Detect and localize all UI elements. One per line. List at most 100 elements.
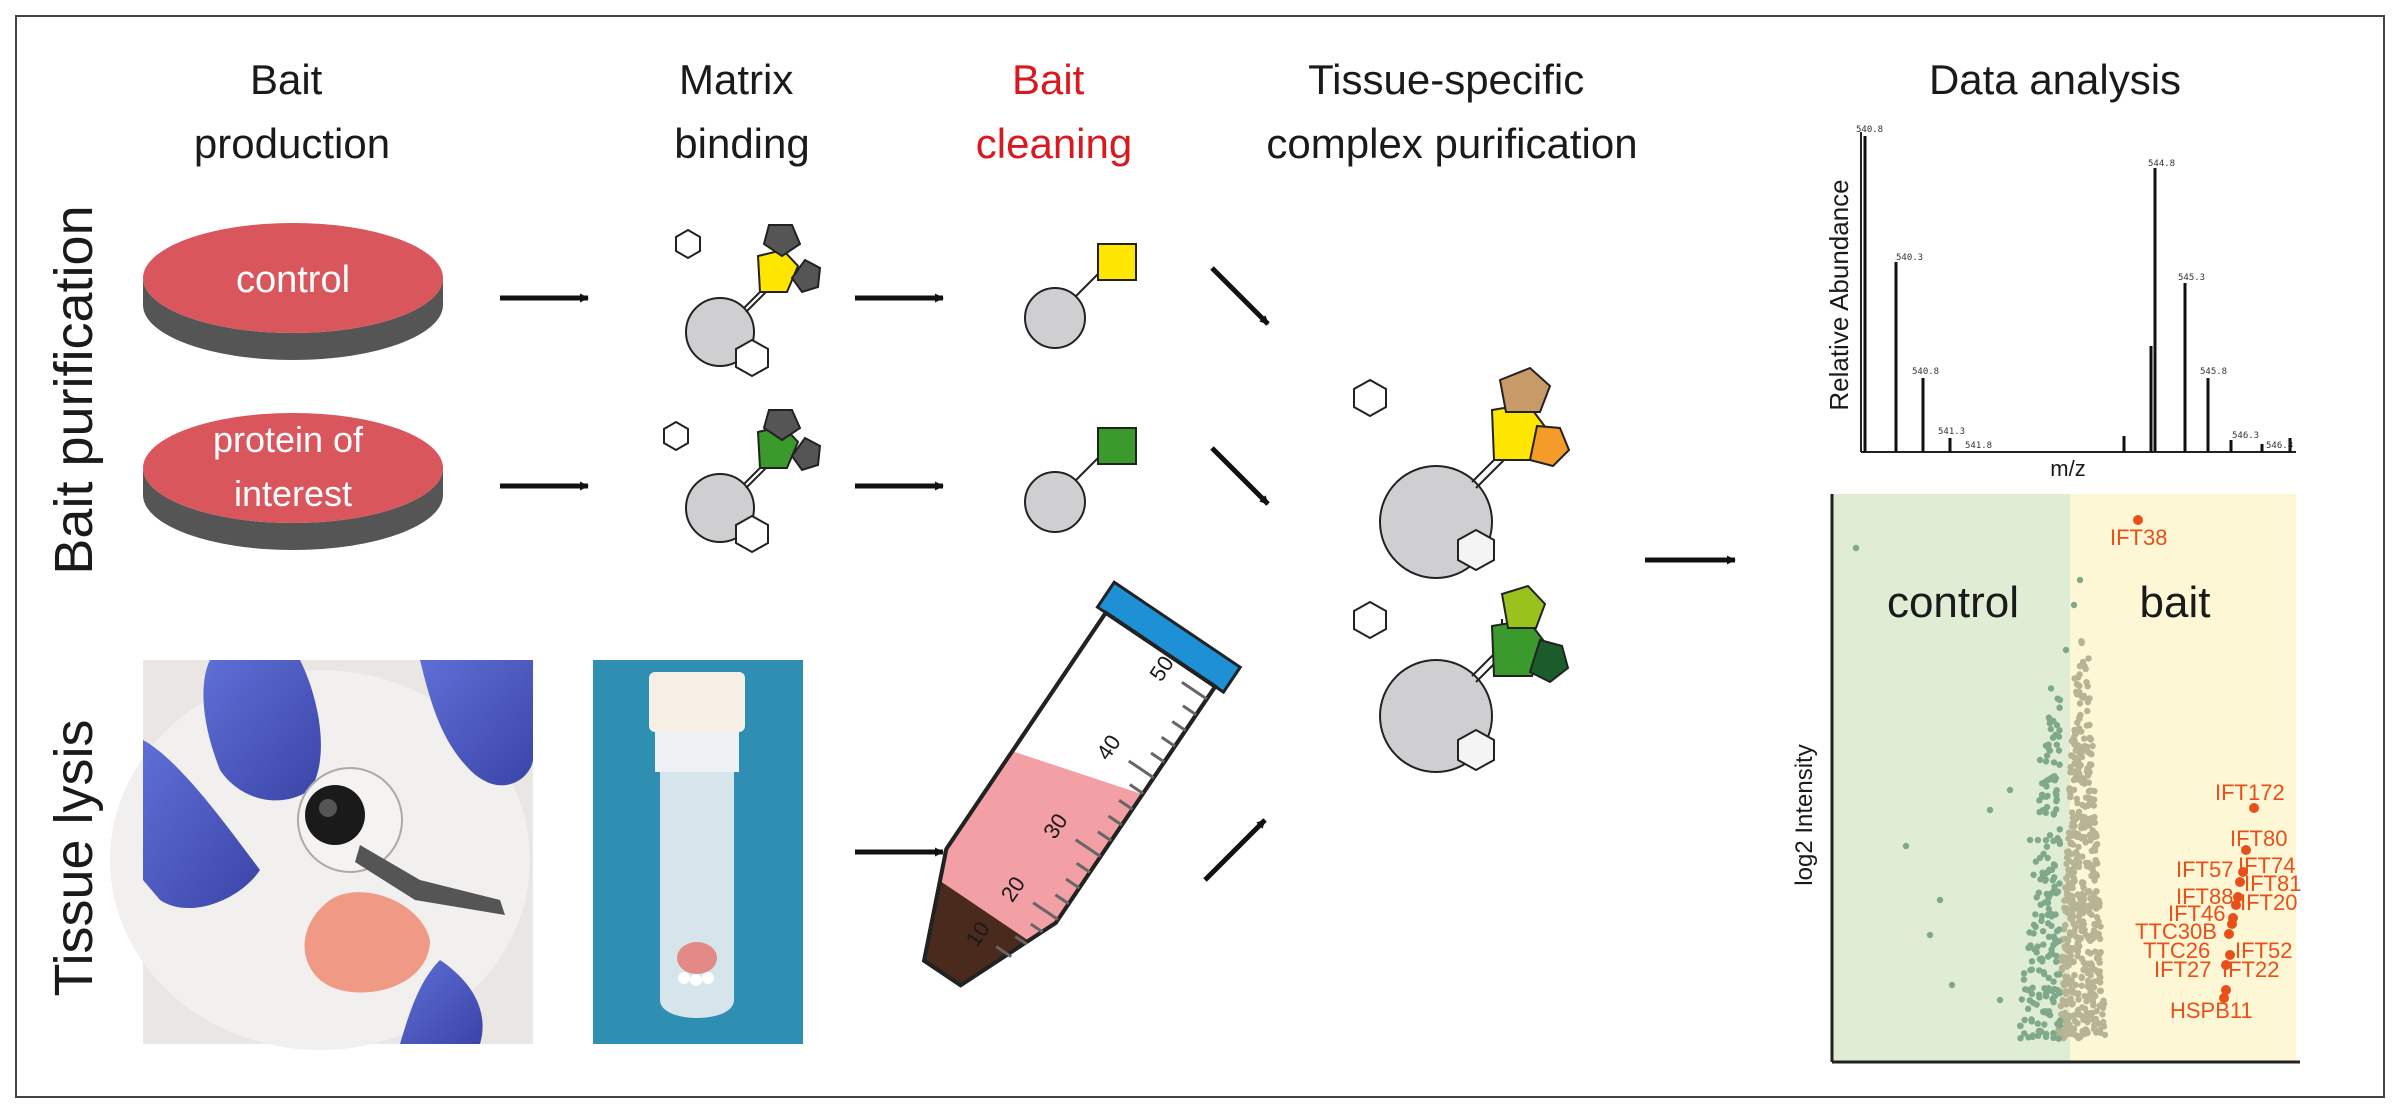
hit-point: [2238, 867, 2248, 877]
scatter-point: [2050, 861, 2058, 868]
hit-point: [2235, 877, 2245, 887]
scatter-point: [2029, 1032, 2037, 1039]
scatter-point: [2069, 809, 2076, 816]
scatter-point: [2056, 926, 2063, 933]
conical-tube: 50 40 30 20 10: [921, 580, 1243, 988]
scatter-point: [2058, 964, 2066, 971]
scatter-point: [2053, 721, 2061, 729]
scatter-point: [2084, 743, 2091, 751]
scatter-point: [2043, 843, 2051, 850]
scatter-point: [1996, 996, 2004, 1004]
scatter-point: [2085, 655, 2092, 662]
scatter-point: [2039, 807, 2047, 814]
scatter-point: [2038, 791, 2046, 798]
header-complex-purification: Tissue-specific complex purification: [1266, 56, 1637, 167]
scatter-point: [2036, 756, 2044, 764]
hit-label-ift88: IFT88: [2176, 884, 2233, 909]
photo-lysis-tube: [593, 660, 803, 1044]
scatter-point: [2089, 992, 2096, 1000]
scatter-point: [2018, 996, 2026, 1003]
scatter-point: [2081, 780, 2088, 787]
row-label-bait-purification: Bait purification: [44, 205, 104, 574]
scatter-point: [2070, 913, 2077, 921]
scatter-point: [2089, 965, 2097, 972]
scatter-point: [2096, 1002, 2103, 1010]
scatter-point: [2044, 742, 2051, 749]
scatter-point: [1926, 931, 1934, 939]
scatter-point: [2030, 930, 2037, 937]
scatter-point: [2048, 950, 2056, 957]
scatter-point: [1948, 981, 1956, 989]
scatter-point: [2046, 832, 2054, 839]
scatter-point: [2069, 897, 2076, 904]
scatter-point: [2054, 888, 2062, 895]
scatter-point: [2088, 1009, 2095, 1017]
scatter-point: [2020, 976, 2028, 983]
scatter-point: [2076, 700, 2084, 707]
scatter-point: [2087, 787, 2094, 794]
mass-spectrum: Relative Abundance m/z 540.8 540.3 540.8…: [1824, 125, 2296, 481]
scatter-point: [2052, 911, 2059, 918]
scatter-point: [2100, 1018, 2107, 1026]
scatter-point: [2059, 996, 2066, 1004]
scatter-point: [2099, 1011, 2106, 1018]
scatter-point: [2020, 970, 2028, 977]
scatter-point: [2030, 871, 2037, 878]
scatter-point: [2034, 836, 2042, 844]
scatter-point: [2101, 1031, 2109, 1039]
scatter-point: [2067, 952, 2074, 959]
scatter-point: [2075, 996, 2082, 1003]
dish-protein-label: protein of interest: [213, 419, 373, 514]
scatter-point: [2093, 1007, 2100, 1015]
scatter-point: [2021, 1030, 2028, 1037]
hit-point: [2249, 803, 2259, 813]
matrix-binding-control: [675, 224, 822, 378]
scatter-point: [2090, 802, 2097, 809]
hit-label-ift38: IFT38: [2110, 525, 2167, 550]
scatter-point: [2074, 800, 2081, 807]
scatter-point: [2054, 835, 2061, 842]
scatter-point: [2043, 752, 2051, 759]
scatter-point: [2050, 759, 2058, 766]
scatter-point: [2028, 1016, 2035, 1023]
scatter-point: [2081, 965, 2088, 973]
scatter-point: [2085, 982, 2093, 990]
scatter-point: [2086, 761, 2094, 768]
scatter-point: [2066, 932, 2074, 939]
flow-arrows: [500, 266, 1736, 882]
scatter-point: [2070, 1025, 2078, 1032]
scatter-point: [2089, 999, 2097, 1006]
ms-peak-label-4: 541.3: [1938, 427, 1965, 437]
scatter-point: [2076, 682, 2083, 690]
scatter-point: [2076, 770, 2083, 777]
scatter-point: [2061, 897, 2068, 904]
scatter-point: [2028, 990, 2036, 998]
hit-label-ift52: IFT52: [2235, 938, 2292, 963]
scatter-point: [2075, 990, 2082, 997]
scatter-point: [2083, 998, 2090, 1005]
region-label-control: control: [1887, 578, 2019, 627]
hit-label-ift172: IFT172: [2215, 780, 2285, 805]
dish-control-label: control: [236, 259, 350, 301]
scatter-point: [1986, 806, 1994, 814]
scatter-point: [2065, 910, 2072, 917]
scatter-point: [2068, 1001, 2076, 1008]
scatter-point: [2036, 854, 2044, 862]
scatter-point: [2072, 933, 2079, 940]
scatter-point: [2086, 695, 2093, 702]
scatter-point: [2081, 663, 2088, 670]
scatter-point: [2046, 866, 2053, 873]
scatter-point: [2066, 1012, 2074, 1020]
scatter-point: [2079, 774, 2086, 782]
header-bait-cleaning: Bait cleaning: [976, 56, 1132, 167]
scatter-point: [2028, 958, 2036, 965]
scatter-point: [2085, 887, 2093, 895]
scatter-point: [2055, 938, 2062, 945]
header-matrix-binding: Matrix binding: [674, 56, 809, 167]
scatter-point: [2071, 1011, 2079, 1018]
scatter-point: [2042, 990, 2050, 997]
hit-point: [2133, 515, 2143, 525]
scatter-point: [2041, 1021, 2048, 1028]
scatter-point: [2036, 994, 2043, 1001]
ms-peak-label-8: 545.8: [2200, 367, 2227, 377]
